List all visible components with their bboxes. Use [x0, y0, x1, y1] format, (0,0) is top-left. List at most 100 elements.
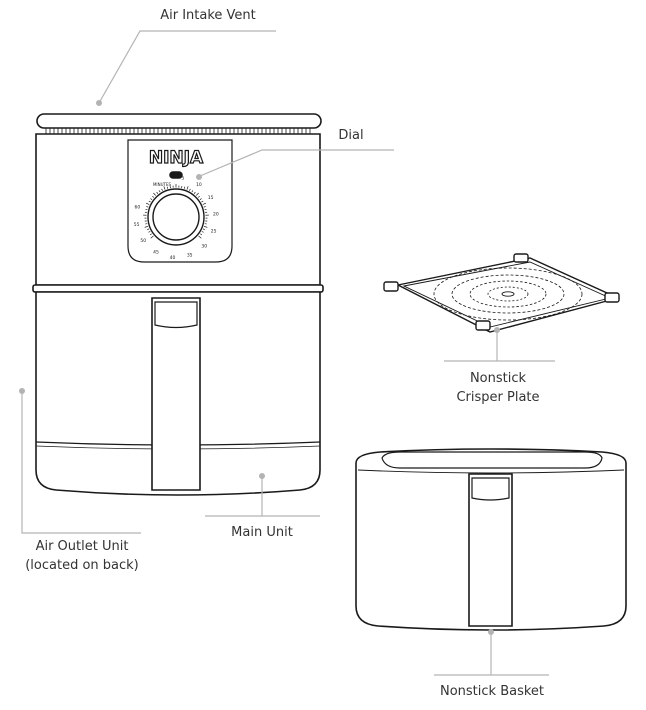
- crisper-center: [501, 291, 515, 297]
- label-air-outlet-line2: (located on back): [25, 558, 139, 573]
- dial-tick: [146, 206, 149, 208]
- dial-number: 50: [140, 238, 146, 244]
- leader-dial: [199, 149, 394, 177]
- dial-number: 10: [196, 182, 202, 188]
- label-main-unit: Main Unit: [216, 523, 308, 542]
- leader-air-outlet: [21, 391, 141, 534]
- dial-tick: [186, 186, 189, 190]
- label-crisper-plate-line2: Crisper Plate: [456, 390, 540, 405]
- dial-number: 25: [211, 229, 217, 235]
- dial-knob: [152, 193, 200, 241]
- label-crisper-plate: Nonstick Crisper Plate: [440, 369, 556, 407]
- dot-crisper-plate: [494, 327, 500, 333]
- label-air-intake-vent-text: Air Intake Vent: [160, 8, 256, 23]
- basket-opening: [381, 451, 603, 469]
- dial-tick: [150, 235, 154, 239]
- dot-dial: [196, 174, 202, 180]
- crisper-ring-3: [469, 280, 547, 308]
- dial-tick: [150, 198, 153, 201]
- label-air-outlet-unit: Air Outlet Unit (located on back): [12, 537, 152, 575]
- dial-tick: [144, 225, 149, 228]
- dial-tick: [197, 195, 200, 198]
- basket-drawing: [355, 448, 627, 631]
- dial-tick: [201, 200, 204, 203]
- leader-dots: [19, 100, 500, 635]
- label-main-unit-text: Main Unit: [231, 525, 293, 540]
- dial-tick: [148, 200, 151, 203]
- indicator-light: [169, 171, 183, 179]
- dial-tick: [198, 235, 202, 239]
- dial-knob-ring: [147, 188, 205, 246]
- label-basket-text: Nonstick Basket: [439, 684, 545, 699]
- dial-tick: [202, 228, 205, 231]
- leader-lines: [21, 30, 555, 676]
- basket-rim-line: [357, 469, 625, 474]
- dial-tick: [195, 192, 199, 196]
- leader-basket: [434, 632, 549, 676]
- dial-tick: [183, 186, 186, 189]
- leader-air-intake-vent: [98, 30, 276, 104]
- dial-number: 15: [208, 195, 214, 201]
- crisper-tab-bottom: [475, 320, 491, 331]
- dial-tick: [147, 228, 150, 231]
- dial-ticks: [143, 184, 209, 239]
- crisper-tab-top: [513, 253, 529, 263]
- dial-tick: [153, 192, 157, 196]
- dial-tick: [166, 186, 169, 189]
- basket-handle-top: [471, 477, 510, 501]
- dial-number: 5: [182, 176, 185, 182]
- air-intake-vent-lid: [36, 113, 322, 129]
- dial-tick: [145, 202, 150, 205]
- label-air-outlet-line1: Air Outlet Unit: [35, 539, 129, 554]
- crisper-ring-4: [487, 286, 529, 302]
- leader-main-unit: [205, 476, 320, 517]
- dial-number: 30: [201, 243, 207, 249]
- dial-number: 45: [153, 250, 159, 256]
- crisper-ring-2: [451, 274, 565, 314]
- dial-tick: [200, 233, 203, 236]
- dial-tick: [202, 202, 207, 205]
- dial-minutes-label: MINUTES: [153, 182, 172, 187]
- dial-tick: [201, 231, 204, 233]
- control-panel: [127, 139, 233, 263]
- body-seam: [32, 284, 324, 293]
- drawer-handle-top: [154, 301, 198, 329]
- dial-number: 55: [134, 222, 140, 228]
- vent-ribs: [45, 128, 311, 134]
- dial-numbers: 5 10 15 20 25 30 35 40 45 50 55 60 MINUTES: [134, 176, 219, 261]
- dot-air-intake-vent: [96, 100, 102, 106]
- ninja-logo: NINJA: [149, 148, 204, 168]
- dial-number: 20: [213, 212, 219, 218]
- dial-tick: [193, 191, 196, 194]
- dial-tick: [199, 198, 202, 201]
- dial-tick: [203, 206, 206, 208]
- drawer-handle: [151, 297, 201, 491]
- crisper-plate-outline: [395, 257, 621, 333]
- dot-air-outlet: [19, 388, 25, 394]
- dot-basket: [488, 629, 494, 635]
- crisper-tab-right: [604, 292, 620, 303]
- dial-tick: [152, 195, 155, 198]
- label-dial-text: Dial: [338, 128, 364, 143]
- basket-handle: [468, 473, 513, 627]
- main-unit-drawing: [32, 113, 324, 496]
- crisper-tab-left: [383, 281, 399, 292]
- label-basket: Nonstick Basket: [426, 682, 558, 701]
- crisper-plate-drawing: [383, 253, 621, 333]
- label-air-intake-vent: Air Intake Vent: [148, 6, 268, 25]
- label-dial: Dial: [326, 126, 376, 145]
- dial-number: 60: [134, 205, 140, 211]
- leader-crisper-plate: [444, 330, 555, 362]
- dial-tick: [158, 190, 161, 193]
- dial-tick: [148, 231, 151, 233]
- dial-tick: [191, 190, 194, 193]
- crisper-ring-1: [433, 267, 583, 321]
- dial-number: 35: [187, 253, 193, 259]
- dial-tick: [161, 188, 163, 191]
- dial-tick: [203, 225, 208, 228]
- dot-main-unit: [259, 473, 265, 479]
- dial-number: 40: [170, 255, 176, 261]
- dial-tick: [163, 186, 166, 190]
- dial-tick: [189, 188, 191, 191]
